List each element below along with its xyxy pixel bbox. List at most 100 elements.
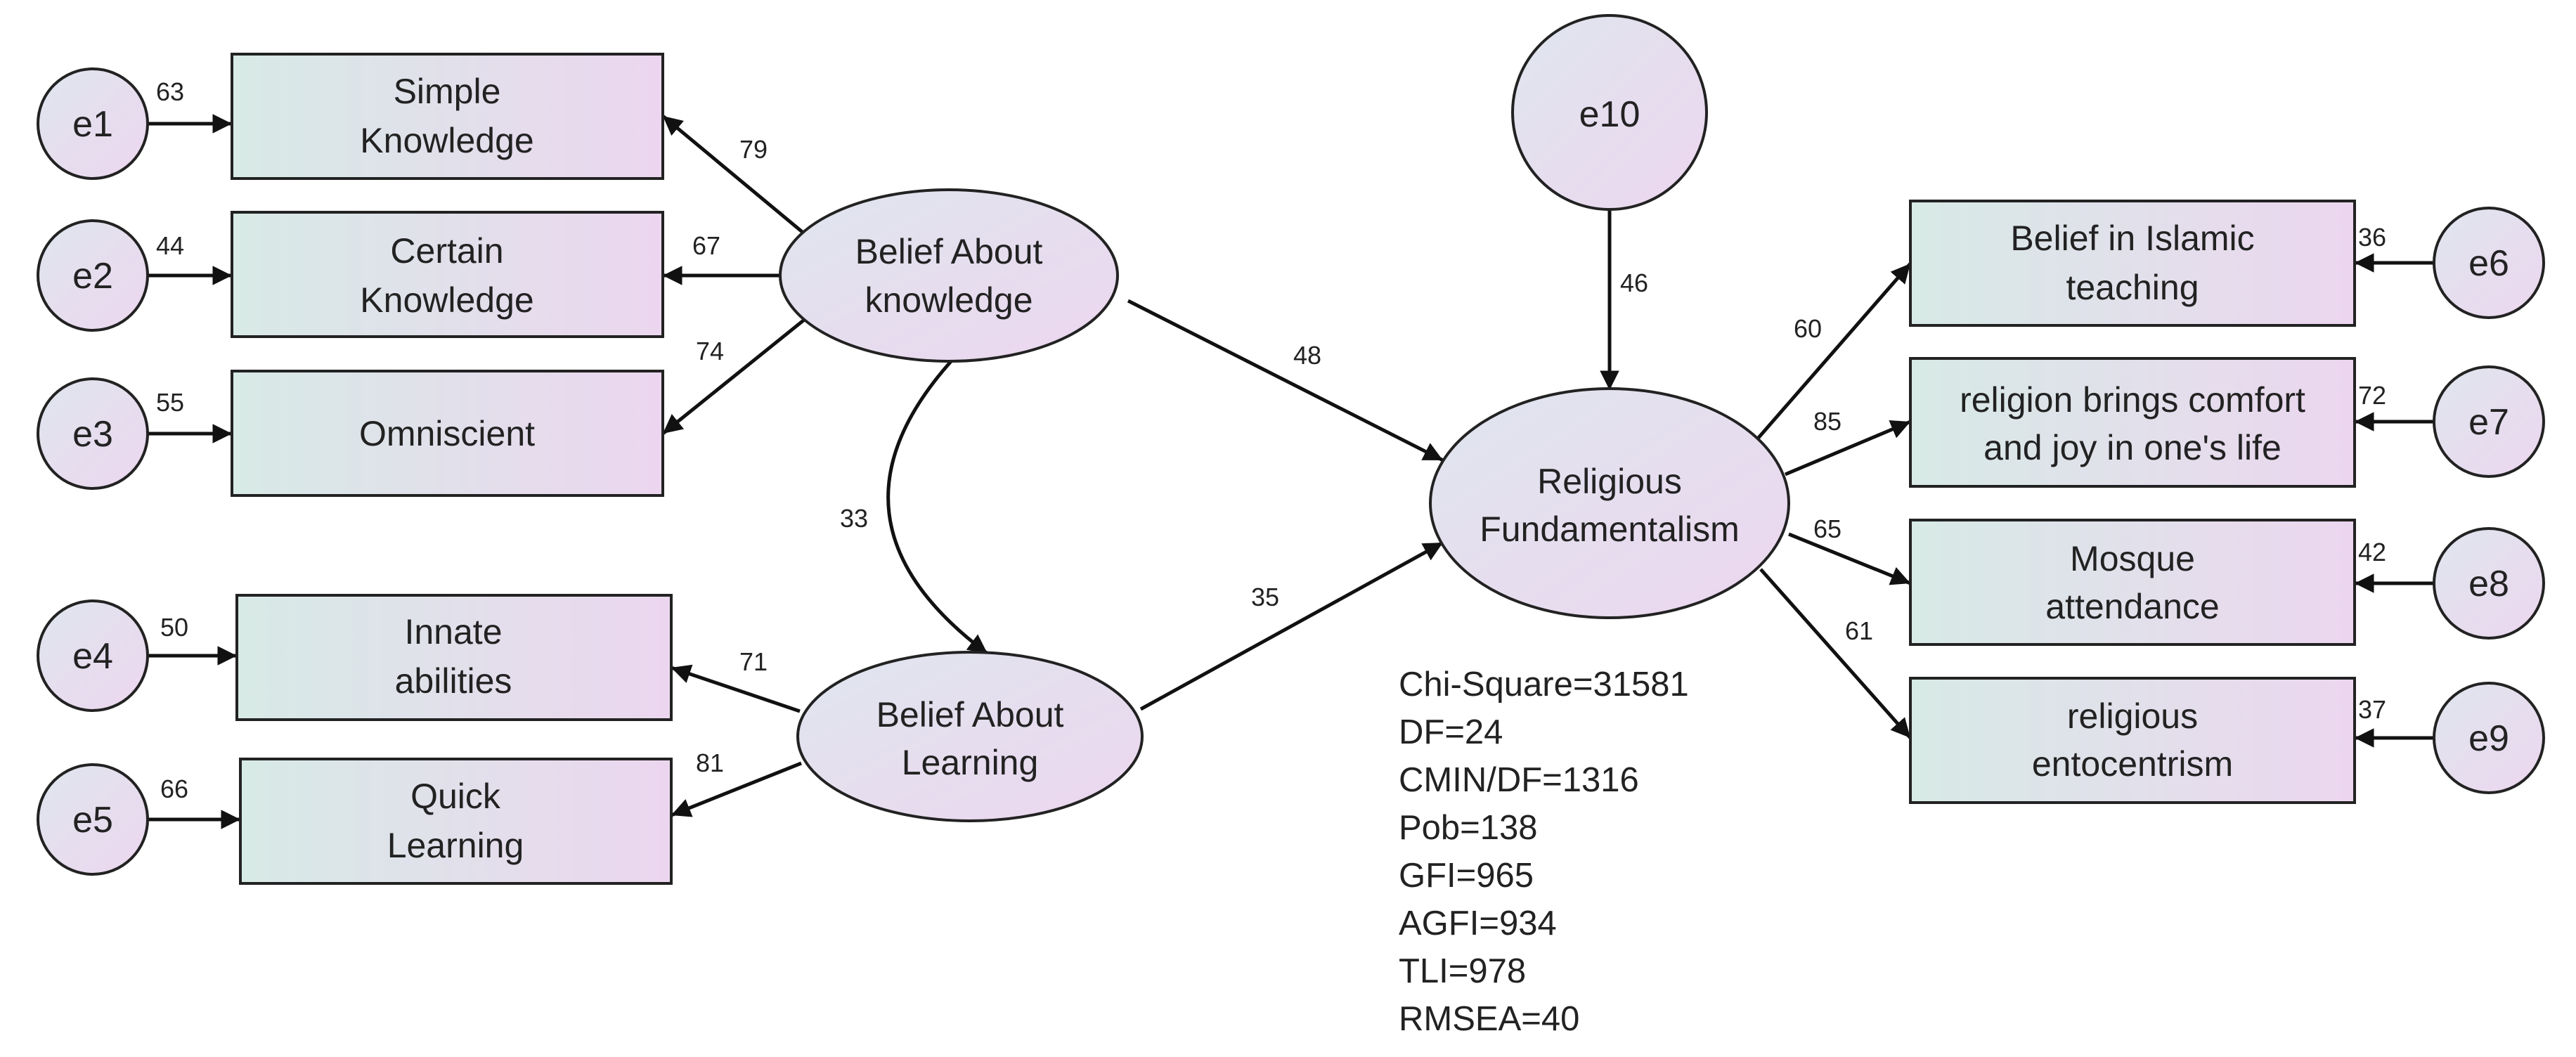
latent-belief-about-learning: Belief About Learning — [796, 651, 1144, 822]
error-e7: e7 — [2433, 365, 2545, 478]
path-knowledge-to-fundamentalism — [1127, 299, 1444, 462]
path-knowledge-omniscient — [661, 316, 808, 435]
e1-label: e1 — [72, 104, 113, 145]
observed-belief-islamic-teaching: Belief in Islamic teaching — [1909, 200, 2356, 327]
coefficient-labels: 63 44 55 50 66 36 72 42 37 46 79 67 74 7… — [156, 77, 2386, 803]
coef-innate-abilities: 71 — [739, 647, 768, 676]
certain-knowledge-label-1: Certain — [390, 231, 503, 271]
fit-tli: TLI=978 — [1399, 952, 1526, 990]
coef-e5: 66 — [160, 774, 188, 803]
fit-gfi: GFI=965 — [1399, 857, 1534, 895]
path-learning-innate — [671, 664, 801, 713]
e3-label: e3 — [72, 414, 113, 455]
certain-knowledge-label-2: Knowledge — [360, 280, 533, 320]
coef-learning-to-rf: 35 — [1251, 583, 1279, 611]
religious-ethnocentrism-label-1: religious — [2067, 696, 2198, 736]
coef-covariance: 33 — [840, 504, 868, 533]
observed-simple-knowledge: Simple Knowledge — [231, 53, 664, 180]
coef-e7: 72 — [2358, 381, 2386, 410]
observed-certain-knowledge: Certain Knowledge — [231, 211, 664, 338]
coef-certain-knowledge: 67 — [692, 231, 720, 260]
religion-comfort-label-1: religion brings comfort — [1960, 380, 2305, 420]
error-e10: e10 — [1511, 14, 1708, 211]
covariance-knowledge-learning — [886, 339, 989, 656]
observed-quick-learning: Quick Learning — [239, 758, 673, 885]
fit-df: DF=24 — [1399, 713, 1503, 751]
path-learning-to-fundamentalism — [1139, 540, 1444, 711]
coef-e4: 50 — [160, 613, 188, 642]
error-e1: e1 — [37, 67, 149, 180]
e8-label: e8 — [2468, 564, 2509, 604]
belief-learning-label-2: Learning — [902, 743, 1039, 782]
fit-rmsea: RMSEA=40 — [1399, 1000, 1579, 1038]
quick-learning-label-1: Quick — [410, 777, 501, 816]
coef-religious-ethnocentrism: 61 — [1845, 616, 1873, 645]
e9-label: e9 — [2468, 718, 2509, 759]
coef-knowledge-to-rf: 48 — [1293, 341, 1321, 370]
coef-quick-learning: 81 — [696, 748, 724, 777]
coef-mosque-attendance: 65 — [1813, 514, 1842, 543]
path-knowledge-simple — [661, 115, 806, 235]
path-fundamentalism-ethnocentrism — [1759, 568, 1912, 739]
religious-ethnocentrism-label-2: entocentrism — [2032, 744, 2233, 784]
error-e4: e4 — [37, 599, 149, 712]
religious-fundamentalism-label-1: Religious — [1537, 462, 1682, 501]
e4-label: e4 — [72, 636, 113, 677]
fit-agfi: AGFI=934 — [1399, 904, 1557, 942]
path-fundamentalism-comfort — [1785, 420, 1911, 476]
error-e3: e3 — [37, 377, 149, 490]
coef-e10: 46 — [1620, 268, 1648, 297]
religious-fundamentalism-label-2: Fundamentalism — [1480, 510, 1740, 549]
path-fundamentalism-islamic — [1756, 262, 1912, 441]
e6-label: e6 — [2468, 243, 2509, 284]
coef-e6: 36 — [2358, 223, 2386, 252]
mosque-attendance-label-2: attendance — [2045, 587, 2219, 626]
observed-innate-abilities: Innate abilities — [235, 594, 673, 721]
fit-chi-square: Chi-Square=31581 — [1399, 666, 1689, 703]
belief-knowledge-label-2: knowledge — [865, 280, 1033, 320]
e5-label: e5 — [72, 800, 113, 841]
e2-label: e2 — [72, 256, 113, 297]
fit-pob: Pob=138 — [1399, 809, 1538, 847]
coef-simple-knowledge: 79 — [739, 135, 768, 164]
e10-label: e10 — [1579, 94, 1640, 135]
coef-e3: 55 — [156, 388, 184, 417]
coef-religion-comfort: 85 — [1813, 407, 1842, 436]
coef-e9: 37 — [2358, 695, 2386, 724]
simple-knowledge-label-2: Knowledge — [360, 121, 533, 160]
coef-e2: 44 — [156, 231, 184, 260]
belief-islamic-label-1: Belief in Islamic — [2010, 219, 2254, 258]
fit-cmin-df: CMIN/DF=1316 — [1399, 761, 1639, 799]
path-fundamentalism-mosque — [1788, 532, 1911, 585]
latent-belief-about-knowledge: Belief About knowledge — [779, 188, 1119, 363]
religion-comfort-label-2: and joy in one's life — [1983, 428, 2281, 467]
error-e2: e2 — [37, 219, 149, 332]
simple-knowledge-label-1: Simple — [394, 72, 501, 111]
belief-knowledge-label-1: Belief About — [855, 232, 1043, 271]
innate-abilities-label-2: abilities — [395, 661, 512, 701]
innate-abilities-label-1: Innate — [404, 612, 502, 651]
fit-indices: Chi-Square=31581 DF=24 CMIN/DF=1316 Pob=… — [1399, 666, 1689, 1038]
quick-learning-label-2: Learning — [387, 826, 524, 865]
observed-omniscient: Omniscient — [231, 370, 664, 497]
error-e8: e8 — [2433, 527, 2545, 640]
observed-religious-ethnocentrism: religious entocentrism — [1909, 677, 2356, 804]
paths — [148, 114, 2434, 829]
omniscient-label: Omniscient — [359, 414, 535, 453]
coef-omniscient: 74 — [696, 337, 724, 365]
error-e5: e5 — [37, 763, 149, 876]
belief-islamic-label-2: teaching — [2066, 268, 2199, 307]
observed-mosque-attendance: Mosque attendance — [1909, 519, 2356, 646]
path-learning-quick — [671, 761, 802, 817]
belief-learning-label-1: Belief About — [876, 695, 1064, 734]
coef-belief-islamic: 60 — [1794, 314, 1822, 343]
mosque-attendance-label-1: Mosque — [2070, 539, 2195, 578]
latent-religious-fundamentalism: Religious Fundamentalism — [1429, 387, 1790, 619]
coef-e8: 42 — [2358, 538, 2386, 566]
error-e6: e6 — [2433, 207, 2545, 319]
coef-e1: 63 — [156, 77, 184, 106]
e7-label: e7 — [2468, 402, 2509, 443]
observed-religion-comfort: religion brings comfort and joy in one's… — [1909, 357, 2356, 488]
error-e9: e9 — [2433, 682, 2545, 794]
